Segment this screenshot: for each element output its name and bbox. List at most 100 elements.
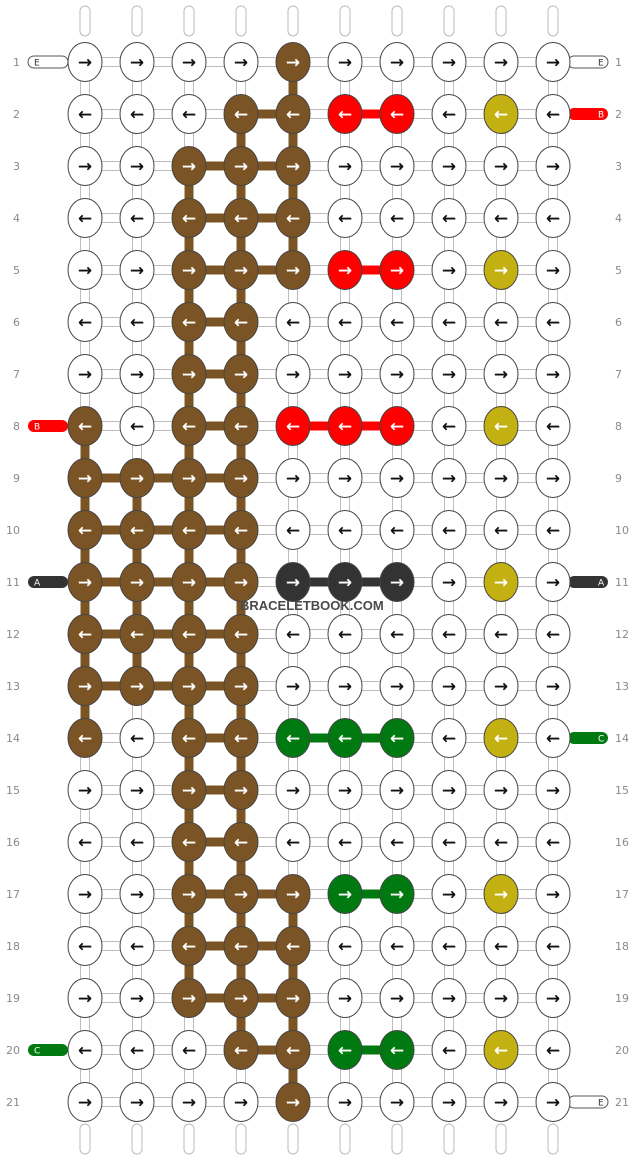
knot-shape	[483, 406, 519, 446]
knot-shape	[379, 614, 415, 654]
knot: ←	[275, 406, 311, 446]
knot: ←	[119, 718, 155, 758]
arrow-left-icon: ←	[390, 417, 404, 437]
arrow-right-icon: →	[130, 261, 144, 281]
knot: →	[223, 354, 259, 394]
arrow-right-icon: →	[546, 365, 560, 385]
knot-shape	[483, 718, 519, 758]
knot-shape	[275, 822, 311, 862]
arrow-left-icon: ←	[546, 105, 560, 125]
knot-shape	[223, 874, 259, 914]
arrow-left-icon: ←	[78, 1041, 92, 1061]
knot-shape	[379, 770, 415, 810]
arrow-left-icon: ←	[494, 1041, 508, 1061]
knot-shape	[327, 250, 363, 290]
knot-shape	[67, 146, 103, 186]
knot-shape	[119, 926, 155, 966]
arrow-right-icon: →	[130, 781, 144, 801]
arrow-left-icon: ←	[338, 417, 352, 437]
knot: ←	[431, 406, 467, 446]
knot-shape	[67, 42, 103, 82]
arrow-left-icon: ←	[182, 625, 196, 645]
knot: →	[119, 458, 155, 498]
arrow-right-icon: →	[182, 677, 196, 697]
arrow-left-icon: ←	[78, 729, 92, 749]
arrow-right-icon: →	[338, 53, 352, 73]
knot-shape	[223, 458, 259, 498]
knot: →	[171, 458, 207, 498]
knot-shape	[379, 822, 415, 862]
strand-end-bottom	[495, 1123, 507, 1155]
knot-shape	[275, 42, 311, 82]
knot: →	[483, 42, 519, 82]
arrow-right-icon: →	[390, 157, 404, 177]
knot: →	[535, 874, 571, 914]
knot-shape	[327, 42, 363, 82]
arrow-left-icon: ←	[286, 209, 300, 229]
knot-shape	[67, 770, 103, 810]
knot-shape	[171, 198, 207, 238]
arrow-right-icon: →	[546, 1093, 560, 1113]
knot: ←	[223, 926, 259, 966]
strand-end-top	[287, 5, 299, 37]
knot: ←	[535, 198, 571, 238]
knot: →	[379, 354, 415, 394]
arrow-right-icon: →	[442, 1093, 456, 1113]
arrow-left-icon: ←	[78, 521, 92, 541]
knot: ←	[223, 614, 259, 654]
knot: →	[431, 354, 467, 394]
knot-shape	[483, 926, 519, 966]
strand-end-top	[547, 5, 559, 37]
knot-shape	[379, 94, 415, 134]
arrow-left-icon: ←	[234, 937, 248, 957]
knot: ←	[171, 198, 207, 238]
knot-shape	[483, 250, 519, 290]
knot-shape	[119, 1082, 155, 1122]
knot-shape	[327, 770, 363, 810]
knot-shape	[119, 42, 155, 82]
knot-shape	[119, 770, 155, 810]
arrow-left-icon: ←	[78, 313, 92, 333]
arrow-right-icon: →	[494, 989, 508, 1009]
arrow-right-icon: →	[286, 365, 300, 385]
arrow-left-icon: ←	[390, 833, 404, 853]
arrow-left-icon: ←	[546, 937, 560, 957]
arrow-right-icon: →	[390, 53, 404, 73]
knot-shape	[275, 1082, 311, 1122]
knot-shape	[171, 874, 207, 914]
row-number-left: 1	[13, 56, 20, 69]
arrow-left-icon: ←	[234, 521, 248, 541]
knot-shape	[535, 978, 571, 1018]
row-number-right: 1	[615, 56, 622, 69]
knot-shape	[379, 250, 415, 290]
knot: →	[275, 770, 311, 810]
arrow-right-icon: →	[130, 1093, 144, 1113]
row-number-left: 17	[6, 888, 20, 901]
arrow-left-icon: ←	[338, 1041, 352, 1061]
knot: ←	[535, 406, 571, 446]
knot: →	[535, 146, 571, 186]
knot: →	[67, 1082, 103, 1122]
knot: ←	[483, 926, 519, 966]
arrow-right-icon: →	[234, 469, 248, 489]
row-number-left: 5	[13, 264, 20, 277]
knot-shape	[431, 978, 467, 1018]
knot-shape	[535, 926, 571, 966]
arrow-left-icon: ←	[494, 729, 508, 749]
arrow-left-icon: ←	[234, 417, 248, 437]
arrow-left-icon: ←	[390, 105, 404, 125]
knot: ←	[67, 822, 103, 862]
knot: ←	[483, 406, 519, 446]
arrow-right-icon: →	[338, 469, 352, 489]
arrow-right-icon: →	[494, 1093, 508, 1113]
knot: ←	[431, 302, 467, 342]
arrow-right-icon: →	[234, 885, 248, 905]
arrow-left-icon: ←	[286, 521, 300, 541]
arrow-right-icon: →	[494, 53, 508, 73]
knot-shape	[483, 666, 519, 706]
knot-shape	[327, 978, 363, 1018]
knot-shape	[327, 822, 363, 862]
knot: →	[431, 978, 467, 1018]
arrow-left-icon: ←	[286, 105, 300, 125]
